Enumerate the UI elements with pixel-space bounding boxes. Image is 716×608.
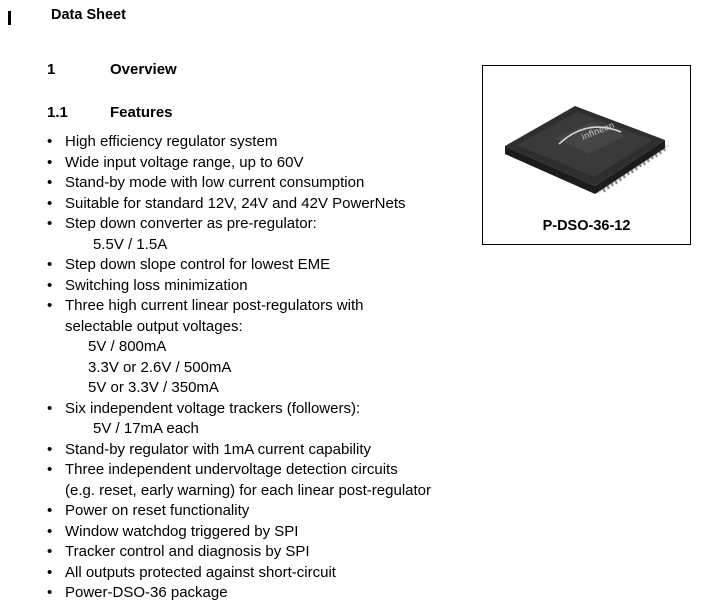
section-heading: 1 Overview: [47, 61, 177, 78]
feature-text: Stand-by regulator with 1mA current capa…: [65, 440, 371, 458]
feature-text: Power on reset functionality: [65, 502, 250, 519]
bullet-icon: •: [47, 153, 53, 171]
document-title: Data Sheet: [51, 7, 126, 23]
feature-item: • Stand-by regulator with 1mA current cap…: [47, 440, 431, 461]
bullet-icon: •: [47, 133, 53, 150]
feature-text: All outputs protected against short-circ…: [65, 563, 336, 581]
feature-item: • Stand-by mode with low current consumpt…: [47, 173, 431, 194]
feature-subvalue: 5V or 3.3V / 350mA: [88, 379, 219, 396]
package-figure: infineon P-DSO-36-12: [482, 65, 691, 245]
feature-continuation: (e.g. reset, early warning) for each lin…: [65, 481, 432, 499]
feature-item: • Step down converter as pre-regulator: 5…: [47, 214, 431, 255]
bullet-icon: •: [47, 502, 53, 519]
bullet-icon: •: [47, 399, 53, 417]
feature-text: Step down converter as pre-regulator:: [65, 215, 317, 232]
feature-item: • All outputs protected against short-cir…: [47, 563, 431, 584]
feature-text: Suitable for standard 12V, 24V and 42V P…: [65, 194, 406, 212]
feature-item: • High efficiency regulator system: [47, 132, 431, 153]
feature-item: • Three high current linear post-regulato…: [47, 296, 431, 399]
subsection-number: 1.1: [47, 104, 68, 121]
feature-subvalue: 5V / 17mA each: [93, 420, 199, 437]
feature-item: • Six independent voltage trackers (follo…: [47, 399, 431, 440]
feature-subvalue: 5V / 800mA: [88, 338, 167, 355]
feature-item: • Switching loss minimization: [47, 276, 431, 297]
section-number: 1: [47, 61, 56, 78]
subsection-heading: 1.1 Features: [47, 104, 173, 121]
bullet-icon: •: [47, 440, 53, 458]
bullet-icon: •: [47, 276, 53, 294]
bullet-icon: •: [47, 256, 53, 273]
feature-text: Wide input voltage range, up to 60V: [65, 153, 304, 171]
section-title: Overview: [110, 61, 177, 78]
bullet-icon: •: [47, 522, 53, 540]
subsection-title: Features: [110, 104, 173, 121]
feature-item: • Power on reset functionality: [47, 501, 431, 522]
chip-package-image: infineon: [505, 106, 670, 194]
feature-item: • Tracker control and diagnosis by SPI: [47, 542, 431, 563]
feature-text: Power-DSO-36 package: [65, 584, 228, 601]
feature-text: Three independent undervoltage detection…: [65, 461, 398, 478]
bullet-icon: •: [47, 215, 53, 232]
bullet-icon: •: [47, 584, 53, 601]
feature-text: Six independent voltage trackers (follow…: [65, 399, 361, 417]
bullet-icon: •: [47, 297, 53, 314]
features-list: • High efficiency regulator system • Wide …: [47, 132, 431, 604]
feature-text: Tracker control and diagnosis by SPI: [65, 543, 310, 560]
bullet-icon: •: [47, 563, 53, 581]
feature-item: • Three independent undervoltage detectio…: [47, 460, 431, 501]
bullet-icon: •: [47, 461, 53, 478]
bullet-icon: •: [47, 543, 53, 560]
feature-text: Switching loss minimization: [65, 276, 248, 294]
feature-text: Three high current linear post-regulator…: [65, 297, 364, 314]
bullet-icon: •: [47, 174, 53, 191]
feature-text: Step down slope control for lowest EME: [65, 256, 331, 273]
feature-text: Stand-by mode with low current consumpti…: [65, 174, 365, 191]
feature-item: • Window watchdog triggered by SPI: [47, 522, 431, 543]
feature-item: • Power-DSO-36 package: [47, 583, 431, 604]
feature-subvalue: 5.5V / 1.5A: [93, 235, 168, 253]
feature-text: Window watchdog triggered by SPI: [65, 522, 299, 540]
feature-text: High efficiency regulator system: [65, 133, 278, 150]
revision-bar: [8, 11, 11, 25]
feature-item: • Suitable for standard 12V, 24V and 42V …: [47, 194, 431, 215]
feature-item: • Step down slope control for lowest EME: [47, 255, 431, 276]
package-caption: P-DSO-36-12: [542, 218, 631, 234]
feature-continuation: selectable output voltages:: [65, 317, 243, 335]
bullet-icon: •: [47, 194, 53, 212]
feature-item: • Wide input voltage range, up to 60V: [47, 153, 431, 174]
feature-subvalue: 3.3V or 2.6V / 500mA: [88, 358, 232, 376]
